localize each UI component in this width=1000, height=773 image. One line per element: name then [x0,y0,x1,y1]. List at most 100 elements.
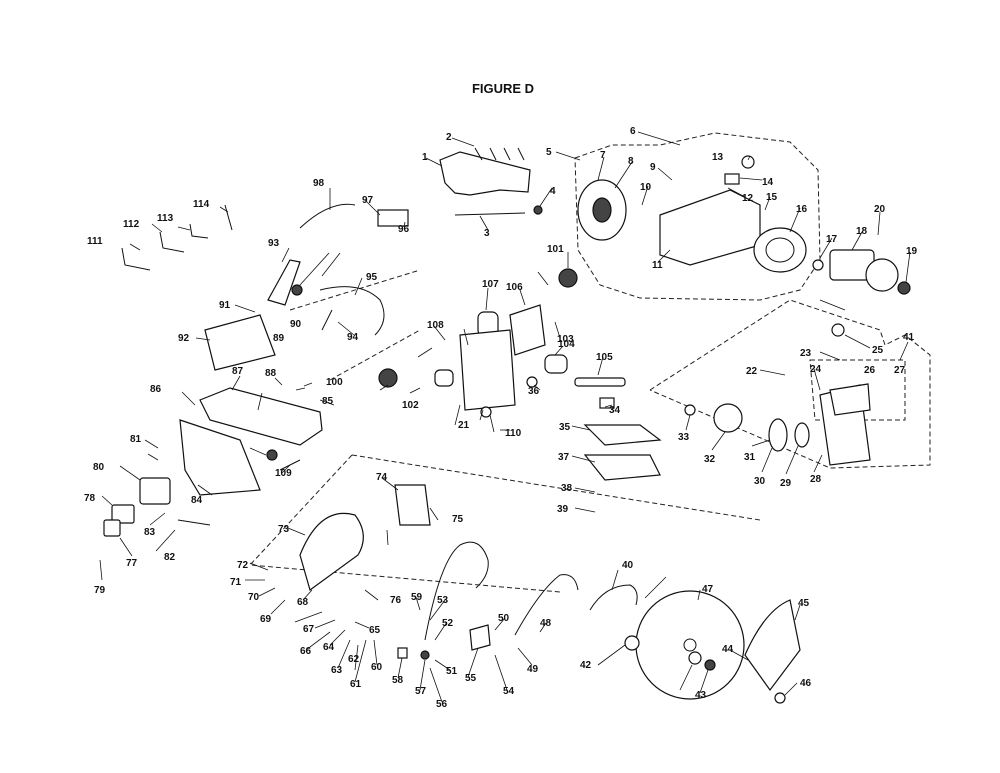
part-label: 39 [557,504,569,515]
part-label: 98 [313,178,325,189]
part-label: 19 [906,246,918,257]
part-114-pin [224,204,233,231]
part-label: 43 [695,690,707,701]
part-label: 29 [780,478,792,489]
part-label: 47 [702,584,714,595]
part-label: 34 [609,405,621,416]
part-93-lever [267,259,301,306]
part-50-lever [469,624,491,651]
part-label: 61 [350,679,362,690]
part-label: 16 [796,204,808,215]
part-label: 60 [371,662,383,673]
sub-assembly-27-outline [809,359,906,421]
part-label: 49 [527,664,539,675]
part-label: 15 [766,192,778,203]
part-101-knob-upper [558,268,578,288]
part-14-brush-cap [724,173,740,185]
part-19-bearing [897,281,911,295]
part-46-screw [774,692,786,704]
part-label: 82 [164,552,176,563]
part-label: 101 [547,244,564,255]
part-25-knob [831,323,845,337]
part-label: 91 [219,300,231,311]
part-label: 63 [331,665,343,676]
part-106-scale [509,304,546,356]
part-85-bushing [434,369,454,387]
part-label: 113 [157,213,174,224]
part-42-washer-inner [688,651,702,665]
part-label: 87 [232,366,244,377]
part-label: 65 [369,625,381,636]
part-77-trigger-lock [103,519,121,537]
part-label: 77 [126,558,138,569]
part-label: 112 [123,219,140,230]
part-80-switch [139,477,171,505]
part-label: 94 [347,332,359,343]
part-label: 93 [268,238,280,249]
part-label: 46 [800,678,812,689]
part-label: 95 [366,272,378,283]
part-label: 36 [528,386,540,397]
part-label: 109 [275,468,292,479]
part-label: 9 [650,162,656,173]
arm-outline [289,269,421,381]
part-label: 33 [678,432,690,443]
part-label: 71 [230,577,242,588]
part-label: 57 [415,686,427,697]
part-label: 25 [872,345,884,356]
part-label: 3 [484,228,490,239]
part-37-handle-base [583,454,661,481]
part-label: 66 [300,646,312,657]
part-53-guard-link [424,541,489,641]
upper-guard-outline [248,454,761,593]
part-label: 100 [326,377,343,388]
part-label: 50 [498,613,510,624]
part-label: 52 [442,618,454,629]
part-2-screws [474,147,525,161]
part-26-cover [829,383,871,416]
part-label: 37 [558,452,570,463]
part-label: 110 [505,428,522,439]
parts [103,147,911,704]
part-113-hex-key [189,223,209,239]
part-36-washer-a [480,406,492,418]
part-label: 67 [303,624,315,635]
part-label: 35 [559,422,571,433]
part-label: 85 [322,396,334,407]
part-label: 86 [150,384,162,395]
part-105-rod [574,377,626,387]
part-label: 11 [652,260,663,271]
part-label: 106 [506,282,523,293]
part-label: 76 [390,595,402,606]
part-label: 7 [600,150,606,161]
part-label: 105 [596,352,613,363]
part-94-pin [321,309,333,331]
part-label: 38 [561,483,573,494]
part-label: 103 [557,334,574,345]
part-15-nut-b [291,284,303,296]
part-label: 80 [93,462,105,473]
part-label: 69 [260,614,272,625]
part-label: 51 [446,666,458,677]
part-label: 40 [622,560,634,571]
part-33-bearing [684,404,696,416]
part-98-cord [299,203,356,229]
part-75-guard-plate [394,484,431,526]
part-label: 90 [290,319,302,330]
part-86-handle [179,419,261,496]
part-label: 88 [265,368,277,379]
part-label: 111 [87,236,103,247]
part-49-lower-guard-arm [514,574,579,636]
part-101-knob-lower [378,368,398,388]
part-label: 31 [744,452,756,463]
part-8-endcap-inner [592,197,612,223]
part-label: 68 [297,597,309,608]
part-label: 56 [436,699,448,710]
part-label: 78 [84,493,96,504]
part-112-hex-key [159,231,185,253]
part-label: 64 [323,642,335,653]
part-labels: 1 2 3 4 5 6 7 8 9 10 11 12 13 14 15 16 1… [84,126,918,710]
part-label: 74 [376,472,388,483]
part-label: 75 [452,514,464,525]
part-label: 73 [278,524,290,535]
